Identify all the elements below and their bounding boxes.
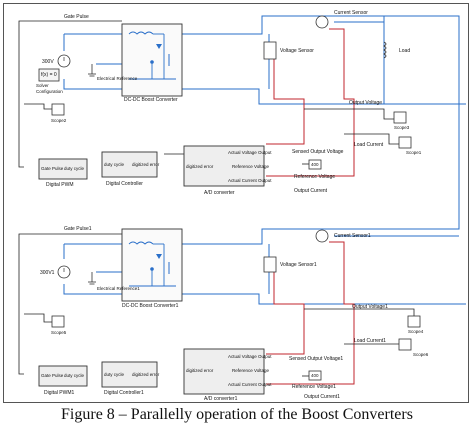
ad-input-2-b: Reference Voltage (232, 368, 270, 373)
scope5[interactable] (51, 315, 65, 328)
ad-converter-bottom[interactable] (183, 348, 265, 395)
label-ad-converter-1: A/D converter1 (204, 396, 238, 402)
pwm-input-b: duty cycle (64, 373, 85, 378)
scope6[interactable] (398, 338, 412, 351)
ctrl-input: digitized error (132, 162, 160, 167)
label-ref-value: 400 (311, 162, 319, 167)
label-ref-value-1: 400 (311, 373, 319, 378)
label-digital-controller-1: Digital Controller1 (104, 390, 144, 396)
label-load-current: Load Current (354, 142, 384, 148)
ctrl-input-b: digitized error (132, 372, 160, 377)
solver-block[interactable] (38, 68, 60, 82)
label-load: Load (399, 48, 411, 54)
label-sensed-output-voltage-1: Sensed Output Voltage1 (289, 356, 344, 362)
digital-pwm-top[interactable] (38, 158, 88, 180)
label-gate-pulse-1: Gate Pulse1 (64, 226, 92, 232)
boost-converter-bottom[interactable] (121, 228, 183, 302)
bottom-electrical-wires (63, 199, 466, 305)
label-source: 300V (42, 59, 54, 65)
scope1[interactable] (398, 136, 412, 149)
ad-input-1: Actual Voltage Output (228, 150, 272, 155)
label-scope4: Scope4 (408, 329, 424, 334)
current-sensor-bottom[interactable] (315, 229, 329, 243)
label-reference-voltage: Reference Voltage (294, 174, 336, 180)
voltage-sensor-bottom[interactable] (263, 256, 277, 273)
label-digital-pwm: Digital PWM (46, 182, 74, 188)
label-current-sensor: Current Sensor (334, 10, 368, 16)
label-scope2: Scope2 (51, 118, 67, 123)
label-scope6: Scope6 (413, 352, 429, 357)
label-digital-controller: Digital Controller (106, 181, 143, 187)
ctrl-output-b: duty cycle (104, 372, 125, 377)
voltage-sensor-top[interactable] (263, 41, 277, 60)
label-gate-pulse: Gate Pulse (64, 14, 89, 20)
scope3[interactable] (393, 111, 407, 124)
ad-input-2: Reference Voltage (232, 164, 270, 169)
label-output-voltage-1: Output Voltage1 (352, 304, 388, 310)
ad-converter-top[interactable] (183, 145, 265, 187)
ad-output-b: digitized error (186, 368, 214, 373)
ad-input-1-b: Actual Voltage Output (228, 354, 272, 359)
digital-controller-bottom[interactable] (101, 361, 158, 388)
diagram-frame: Gate Pulse 300V f(x) = 0 Solver Configur… (3, 3, 469, 403)
label-ad-converter: A/D converter (204, 190, 235, 196)
label-voltage-sensor-1: Voltage Sensor1 (280, 262, 317, 268)
ctrl-output: duty cycle (104, 162, 125, 167)
load-inductor[interactable] (383, 41, 387, 59)
label-boost-converter-1: DC-DC Boost Converter1 (122, 303, 179, 309)
constant-400-top[interactable] (308, 159, 322, 170)
ad-input-3: Actual Current Output (228, 178, 272, 183)
constant-400-bottom[interactable] (308, 370, 322, 381)
label-current-sensor-1: Current Sensor1 (334, 233, 371, 239)
current-sensor-top[interactable] (315, 15, 329, 29)
scope4[interactable] (407, 315, 421, 328)
pwm-output: Gate Pulse (41, 166, 64, 171)
label-output-current-1: Output Current1 (304, 394, 340, 400)
scope2[interactable] (51, 103, 65, 116)
top-black-wires (18, 20, 399, 168)
label-electrical-reference-1: Electrical Reference1 (97, 286, 140, 291)
digital-controller-top[interactable] (101, 151, 158, 178)
ad-output: digitized error (186, 164, 214, 169)
label-scope3: Scope3 (394, 125, 410, 130)
ground-icon (88, 272, 96, 285)
label-boost-converter: DC-DC Boost Converter (124, 97, 178, 103)
figure-caption: Figure 8 – Parallelly operation of the B… (61, 406, 413, 423)
ad-input-3-b: Actual Current Output (228, 382, 272, 387)
ground-icon (88, 64, 96, 77)
pwm-output-b: Gate Pulse (41, 373, 64, 378)
bottom-signal-wires (266, 241, 355, 385)
label-output-voltage: Output Voltage (349, 100, 383, 106)
label-reference-voltage-1: Reference Voltage1 (292, 384, 336, 390)
top-electrical-wires (63, 15, 466, 199)
label-scope1: Scope1 (406, 150, 422, 155)
pwm-input: duty cycle (64, 166, 85, 171)
label-output-current: Output Current (294, 188, 328, 194)
label-source-1: 300V1 (40, 270, 55, 276)
simulink-diagram (18, 15, 466, 395)
label-solver-config: Solver Configuration (36, 83, 63, 94)
digital-pwm-bottom[interactable] (38, 365, 88, 387)
label-digital-pwm-1: Digital PWM1 (44, 390, 75, 396)
label-load-current-1: Load Current1 (354, 338, 386, 344)
label-voltage-sensor: Voltage Sensor (280, 48, 314, 54)
top-signal-wires (266, 28, 355, 177)
label-scope5: Scope5 (51, 330, 67, 335)
label-solver: f(x) = 0 (41, 72, 57, 78)
label-sensed-output-voltage: Sensed Output Voltage (292, 149, 344, 155)
boost-converter-top[interactable] (121, 23, 183, 97)
label-electrical-reference: Electrical Reference (97, 76, 138, 81)
